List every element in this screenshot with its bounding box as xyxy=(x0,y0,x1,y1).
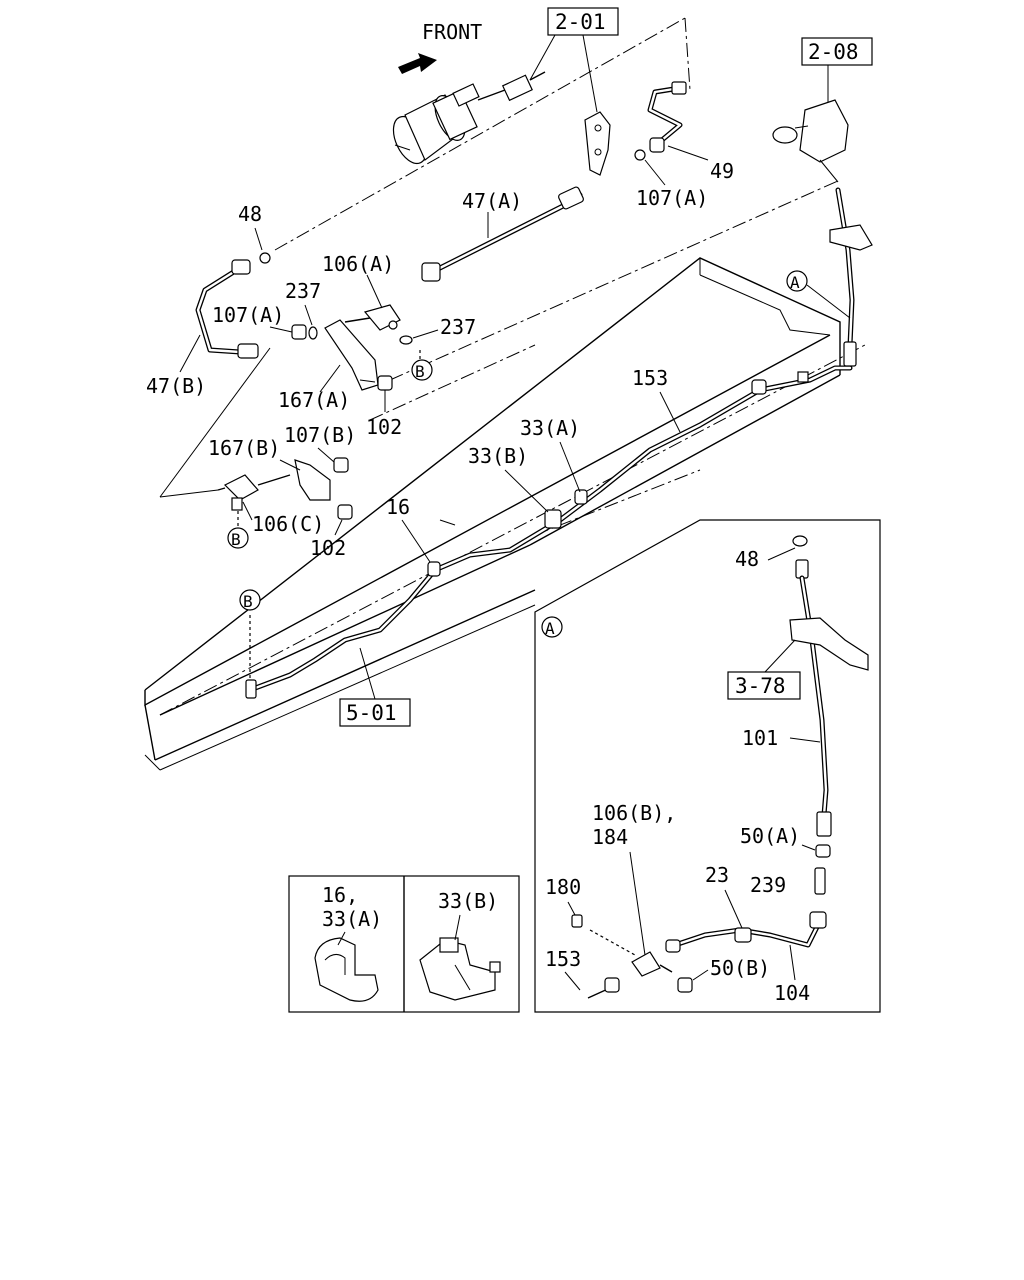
clutch-master-cylinder xyxy=(772,99,849,183)
detail-a-panel: A xyxy=(534,519,881,1013)
callout-184: 184 xyxy=(592,825,628,849)
nut-50b xyxy=(677,977,693,993)
ref-box-5-01[interactable]: 5-01 xyxy=(339,698,411,727)
callout-33a: 33(A) xyxy=(520,416,580,440)
callout-106c: 106(C) xyxy=(252,512,324,536)
nut-50a xyxy=(815,844,831,858)
ref-box-3-78[interactable]: 3-78 xyxy=(727,671,801,700)
pipe-153-main xyxy=(245,365,853,699)
callout-102-lower: 102 xyxy=(310,536,346,560)
callout-239: 239 xyxy=(750,873,786,897)
nut-107b xyxy=(333,457,349,473)
callout-153-top: 153 xyxy=(632,366,668,390)
marker-b-lower-left: B xyxy=(227,527,249,549)
pipe-47b xyxy=(195,259,259,359)
marker-b-bottom: B xyxy=(239,589,261,611)
pipe-153-detail xyxy=(587,977,620,999)
callout-102-upper: 102 xyxy=(366,415,402,439)
callout-101: 101 xyxy=(742,726,778,750)
callout-237-left: 237 xyxy=(285,279,321,303)
nut-107a-left xyxy=(291,324,307,340)
inset-label-16: 16, xyxy=(322,883,358,907)
bolt-239 xyxy=(814,867,826,895)
callout-48-top: 48 xyxy=(238,202,262,226)
washer-48-top xyxy=(259,252,271,264)
callout-47b: 47(B) xyxy=(146,374,206,398)
svg-text:A: A xyxy=(790,273,800,292)
inset-label-33b: 33(B) xyxy=(438,889,498,913)
hose-101 xyxy=(789,559,869,837)
callout-107a-left: 107(A) xyxy=(212,303,284,327)
marker-a-top: A xyxy=(786,270,808,292)
ref-box-2-08[interactable]: 2-08 xyxy=(801,37,873,66)
svg-text:5-01: 5-01 xyxy=(346,701,397,725)
callout-48-detail: 48 xyxy=(735,547,759,571)
guide-lines xyxy=(159,17,866,716)
callout-180: 180 xyxy=(545,875,581,899)
callout-50b: 50(B) xyxy=(710,956,770,980)
callout-153-detail: 153 xyxy=(545,947,581,971)
union-106c xyxy=(217,474,291,511)
callout-237-right: 237 xyxy=(440,315,476,339)
callout-107b: 107(B) xyxy=(284,423,356,447)
callout-106a: 106(A) xyxy=(322,252,394,276)
clutch-booster xyxy=(392,71,546,165)
callout-47a: 47(A) xyxy=(462,189,522,213)
svg-text:A: A xyxy=(545,619,555,638)
front-label: FRONT xyxy=(422,20,482,44)
clip-33b xyxy=(544,509,562,529)
clip-16 xyxy=(427,561,441,577)
callout-107a-top: 107(A) xyxy=(636,186,708,210)
nut-102-upper xyxy=(377,375,393,391)
callout-106b: 106(B), xyxy=(592,801,676,825)
marker-b-upper: B xyxy=(411,359,433,381)
callout-50a: 50(A) xyxy=(740,824,800,848)
washer-237-right xyxy=(399,335,413,345)
svg-text:B: B xyxy=(231,530,241,549)
callout-23: 23 xyxy=(705,863,729,887)
ref-box-2-01[interactable]: 2-01 xyxy=(547,7,619,36)
washer-48-detail xyxy=(792,535,808,547)
union-106b xyxy=(631,951,673,977)
pipe-104 xyxy=(665,911,827,953)
hose-49 xyxy=(634,81,687,161)
clip-16-33a-illustration xyxy=(314,937,379,1002)
nut-102-lower xyxy=(337,504,353,520)
bracket-167a xyxy=(324,319,379,391)
bleeder-180 xyxy=(571,914,583,928)
svg-text:3-78: 3-78 xyxy=(735,674,786,698)
clip-33b-illustration xyxy=(419,937,501,1001)
callout-167b: 167(B) xyxy=(208,436,280,460)
svg-text:2-08: 2-08 xyxy=(808,40,859,64)
callout-49: 49 xyxy=(710,159,734,183)
callout-33b: 33(B) xyxy=(468,444,528,468)
svg-text:2-01: 2-01 xyxy=(555,10,606,34)
pipe-47a xyxy=(421,186,584,282)
front-arrow-icon xyxy=(398,53,437,74)
svg-text:B: B xyxy=(415,362,425,381)
callout-104: 104 xyxy=(774,981,810,1005)
washer-237-left xyxy=(308,326,318,340)
svg-text:B: B xyxy=(243,592,253,611)
callout-16: 16 xyxy=(386,495,410,519)
clip-33a xyxy=(574,489,588,505)
flex-hose-right xyxy=(829,187,873,367)
bracket-167b xyxy=(294,459,331,501)
inset-label-33a: 33(A) xyxy=(322,907,382,931)
clip-inset xyxy=(288,875,520,1013)
callout-167a: 167(A) xyxy=(278,388,350,412)
union-106a xyxy=(344,304,401,331)
booster-bracket xyxy=(584,111,611,176)
